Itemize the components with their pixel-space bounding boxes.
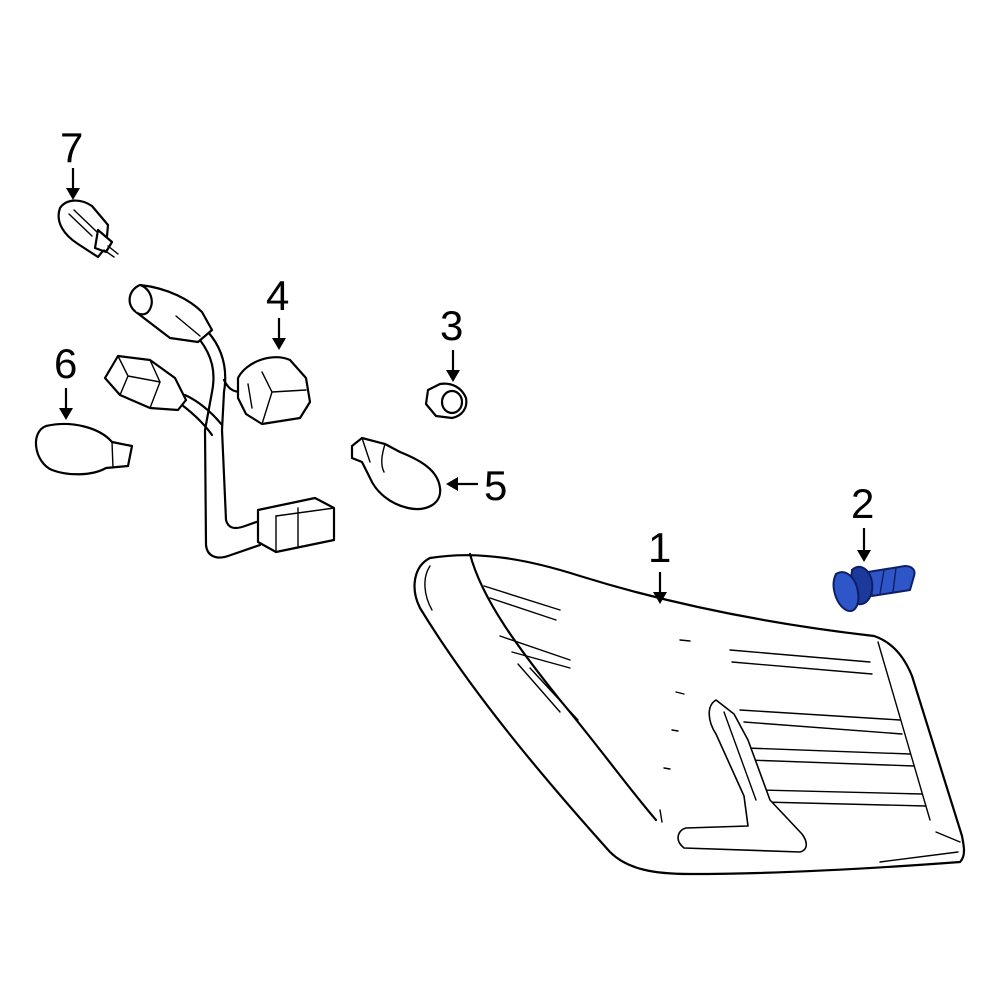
part-6-bulb[interactable]: [34, 422, 134, 476]
callout-6-label: 6: [54, 340, 77, 387]
callout-2: 2: [851, 480, 874, 562]
part-2-push-clip[interactable]: [832, 565, 916, 612]
part-5-bulb[interactable]: [350, 436, 442, 511]
callout-6: 6: [54, 340, 77, 420]
part-7-wedge-bulb[interactable]: [57, 199, 119, 259]
callout-3-label: 3: [440, 302, 463, 349]
callout-1-label: 1: [648, 524, 671, 571]
callout-3: 3: [440, 302, 463, 382]
callout-5: 5: [446, 462, 507, 509]
callout-1: 1: [648, 524, 671, 604]
callout-7: 7: [60, 124, 83, 200]
callout-4-label: 4: [266, 272, 289, 319]
part-4-socket-harness[interactable]: [103, 283, 336, 559]
callout-4: 4: [266, 272, 289, 350]
callout-5-label: 5: [484, 462, 507, 509]
part-3-grommet[interactable]: [424, 382, 468, 420]
part-1-tail-lamp[interactable]: [413, 552, 966, 876]
callout-7-label: 7: [60, 124, 83, 171]
callout-2-label: 2: [851, 480, 874, 527]
